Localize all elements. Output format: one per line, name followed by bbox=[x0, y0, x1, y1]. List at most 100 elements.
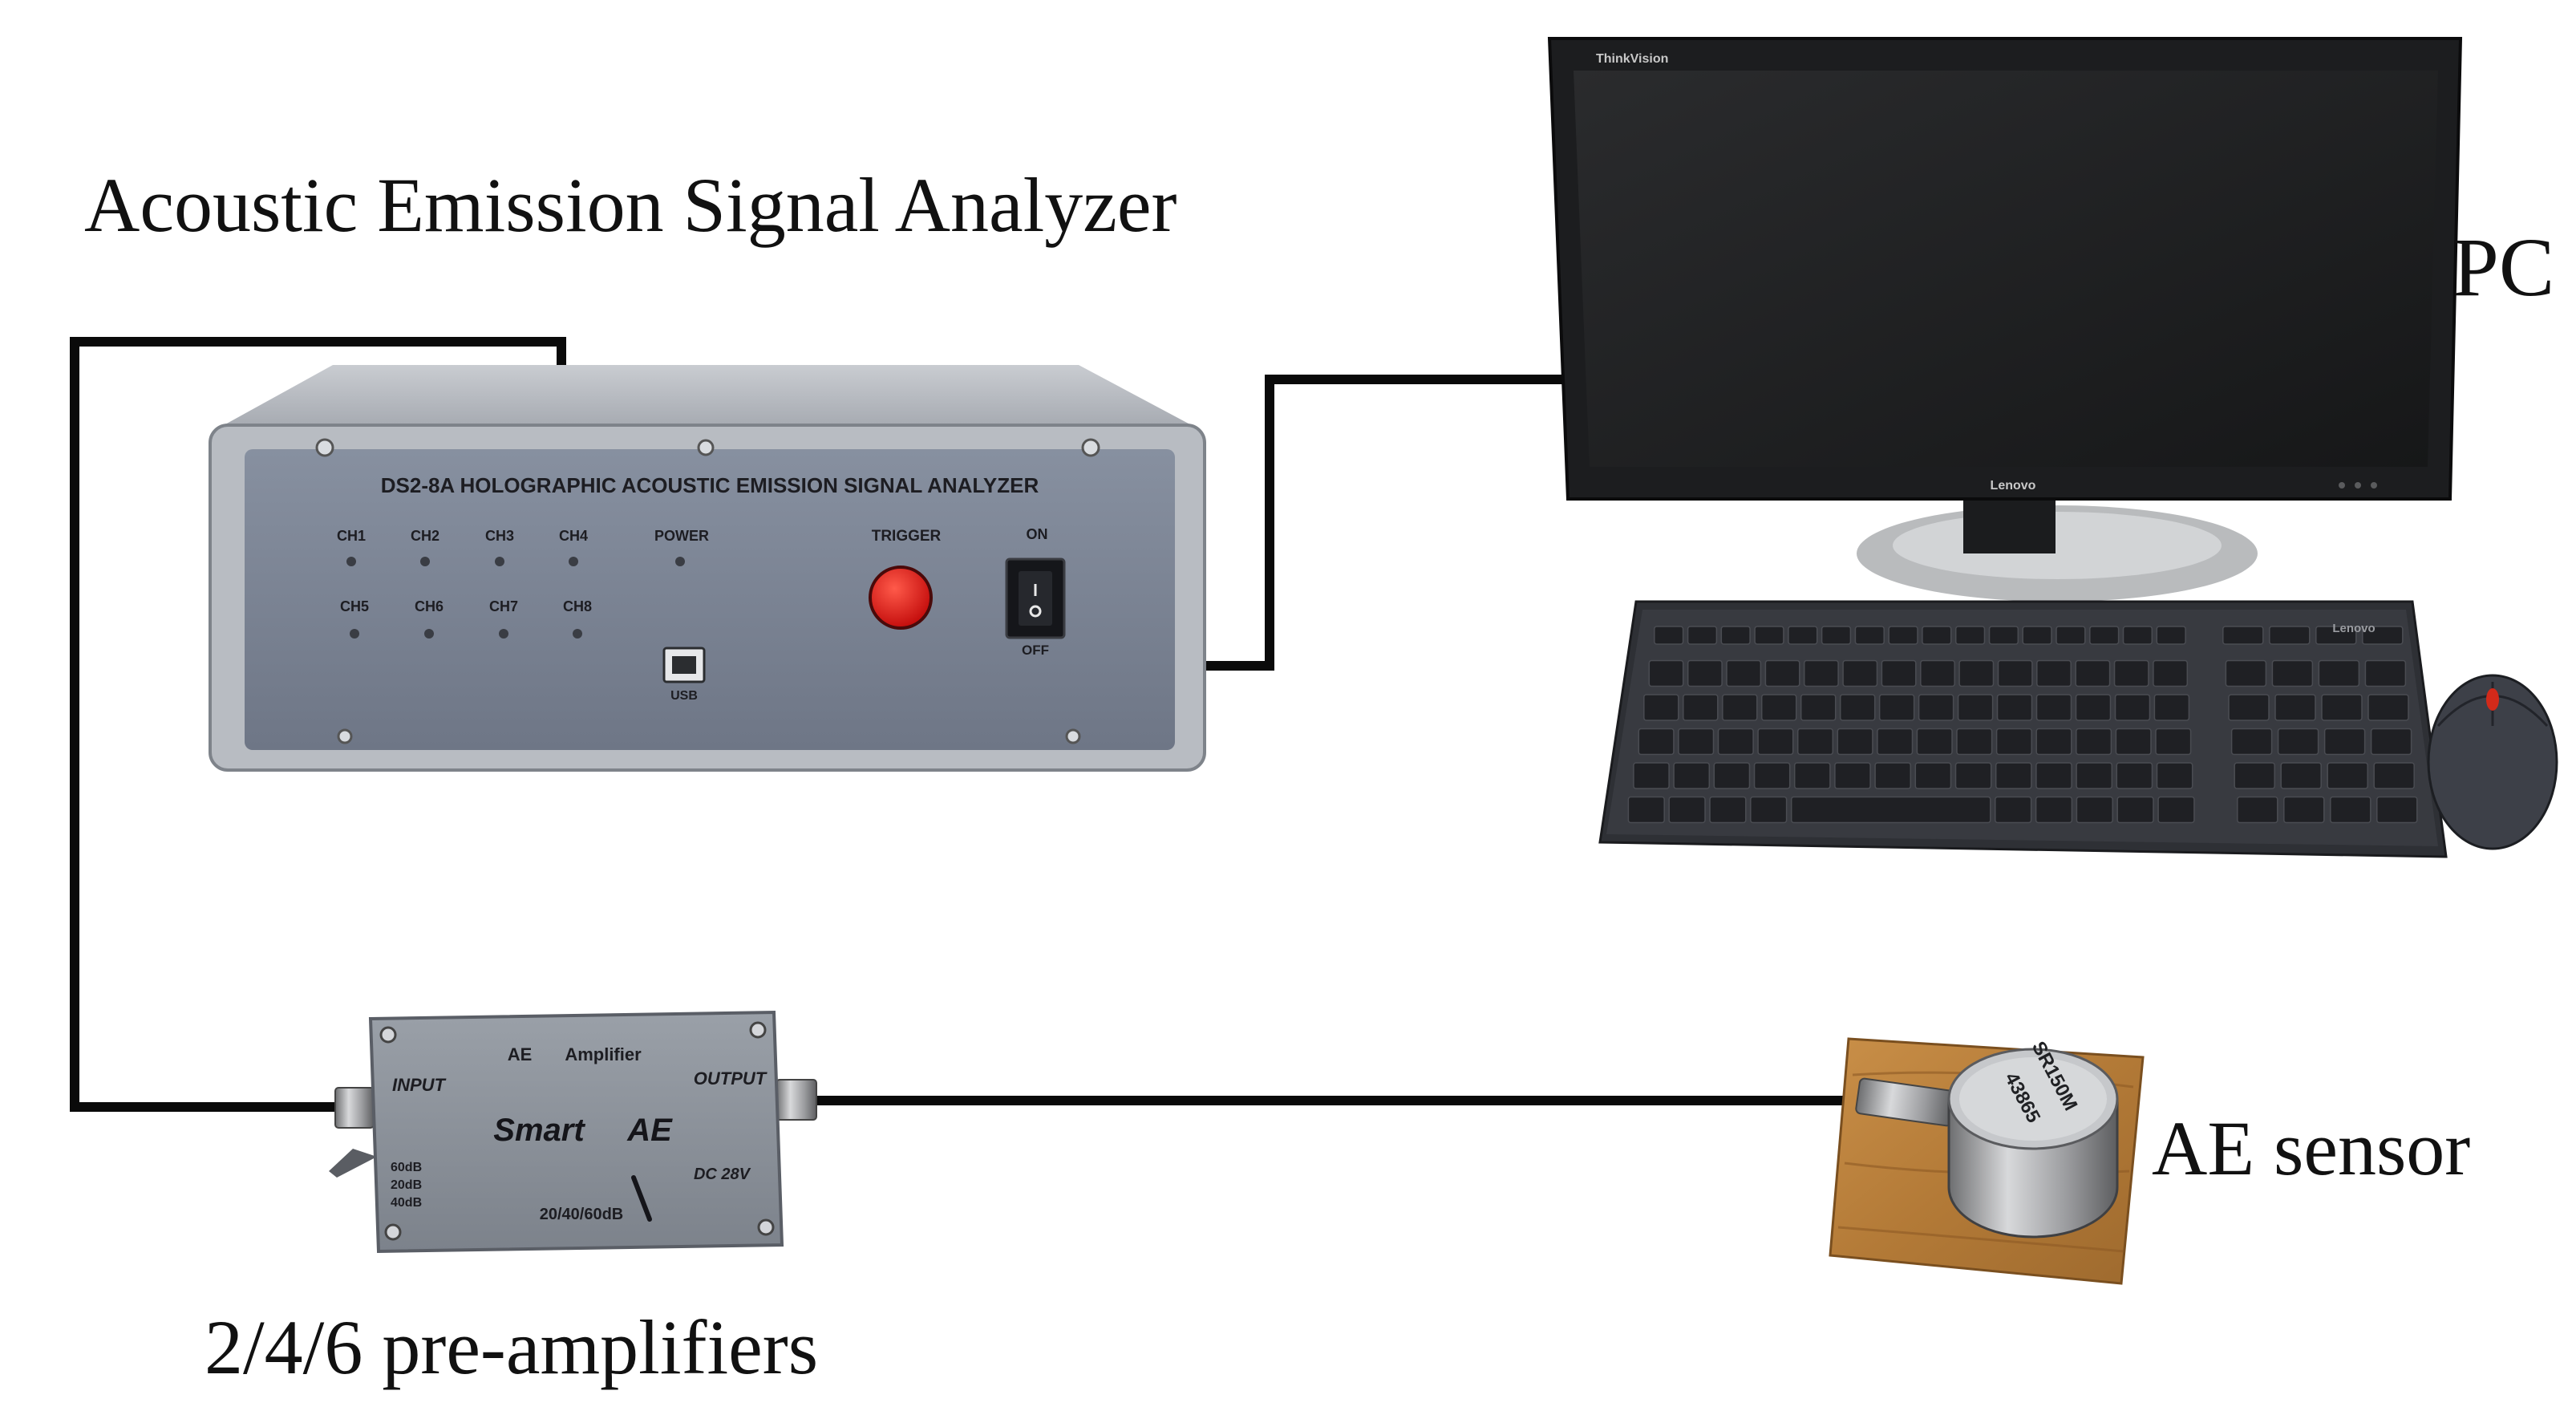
mouse-scroll-wheel[interactable] bbox=[2486, 688, 2499, 711]
keyboard-key[interactable] bbox=[1754, 626, 1784, 645]
keyboard-key[interactable] bbox=[1726, 659, 1762, 687]
numpad-key[interactable] bbox=[2277, 728, 2319, 756]
trigger-button[interactable] bbox=[869, 566, 933, 630]
keyboard-key[interactable] bbox=[1922, 626, 1952, 645]
keyboard-key[interactable] bbox=[2076, 728, 2112, 756]
keyboard-key[interactable] bbox=[1720, 626, 1751, 645]
keyboard-key[interactable] bbox=[1881, 659, 1917, 687]
keyboard-key[interactable] bbox=[1916, 728, 1953, 756]
keyboard-key[interactable] bbox=[2075, 694, 2112, 721]
keyboard-key[interactable] bbox=[1821, 626, 1852, 645]
keyboard-key[interactable] bbox=[2153, 694, 2190, 721]
keyboard-key[interactable] bbox=[2076, 762, 2113, 789]
keyboard-key[interactable] bbox=[1995, 728, 2032, 756]
keyboard-key[interactable] bbox=[1918, 694, 1954, 721]
numpad-key[interactable] bbox=[2321, 694, 2363, 721]
numpad-key[interactable] bbox=[2225, 659, 2267, 687]
keyboard-key[interactable] bbox=[2122, 626, 2153, 645]
keyboard-key[interactable] bbox=[1888, 626, 1918, 645]
keyboard-key[interactable] bbox=[1954, 762, 1992, 789]
keyboard-key[interactable] bbox=[1877, 728, 1914, 756]
keyboard-key[interactable] bbox=[1760, 694, 1797, 721]
numpad-key[interactable] bbox=[2237, 796, 2278, 824]
power-switch[interactable] bbox=[1005, 557, 1066, 639]
keyboard-key[interactable] bbox=[1757, 728, 1794, 756]
amp-gain-selector[interactable] bbox=[631, 1175, 652, 1222]
keyboard-key[interactable] bbox=[1996, 694, 2033, 721]
keyboard-key[interactable] bbox=[1683, 694, 1719, 721]
keyboard-key[interactable] bbox=[1643, 694, 1679, 721]
keyboard-key[interactable] bbox=[1796, 728, 1834, 756]
keyboard-key[interactable] bbox=[1914, 762, 1952, 789]
keyboard-key[interactable] bbox=[1997, 659, 2033, 687]
numpad-key[interactable] bbox=[2230, 728, 2273, 756]
keyboard-key[interactable] bbox=[1709, 796, 1747, 824]
keyboard-key[interactable] bbox=[1717, 728, 1754, 756]
numpad-key[interactable] bbox=[2370, 728, 2412, 756]
numpad-key[interactable] bbox=[2376, 796, 2418, 824]
keyboard-key[interactable] bbox=[2113, 659, 2149, 687]
keyboard-key[interactable] bbox=[1920, 659, 1955, 687]
keyboard-key[interactable] bbox=[1995, 762, 2032, 789]
keyboard-key[interactable] bbox=[2056, 626, 2086, 645]
numpad-key[interactable] bbox=[2367, 694, 2409, 721]
numpad-key[interactable] bbox=[2362, 626, 2404, 645]
keyboard-key[interactable] bbox=[1633, 762, 1670, 789]
amp-input-connector[interactable] bbox=[334, 1087, 375, 1129]
keyboard-key[interactable] bbox=[1654, 626, 1684, 645]
keyboard-key[interactable] bbox=[2075, 659, 2111, 687]
keyboard-key[interactable] bbox=[1988, 626, 2019, 645]
keyboard-key[interactable] bbox=[2022, 626, 2052, 645]
usb-port[interactable] bbox=[662, 647, 706, 683]
keyboard-key[interactable] bbox=[2035, 694, 2072, 721]
keyboard-key[interactable] bbox=[1954, 626, 1986, 645]
keyboard-key[interactable] bbox=[1788, 626, 1818, 645]
keyboard-key[interactable] bbox=[1842, 659, 1878, 687]
keyboard-key[interactable] bbox=[1673, 762, 1711, 789]
keyboard-key[interactable] bbox=[1834, 762, 1871, 789]
numpad-key[interactable] bbox=[2373, 762, 2415, 789]
keyboard-key[interactable] bbox=[2115, 728, 2152, 756]
keyboard-key[interactable] bbox=[1790, 796, 1991, 824]
numpad-key[interactable] bbox=[2269, 626, 2311, 645]
keyboard-key[interactable] bbox=[1854, 626, 1885, 645]
keyboard-key[interactable] bbox=[2155, 728, 2192, 756]
amp-output-connector[interactable] bbox=[776, 1079, 817, 1121]
numpad-key[interactable] bbox=[2280, 762, 2322, 789]
keyboard-key[interactable] bbox=[2153, 659, 2189, 687]
numpad-key[interactable] bbox=[2271, 659, 2314, 687]
keyboard-key[interactable] bbox=[2035, 762, 2072, 789]
numpad-key[interactable] bbox=[2318, 659, 2360, 687]
numpad-key[interactable] bbox=[2228, 694, 2270, 721]
keyboard-key[interactable] bbox=[1627, 796, 1665, 824]
keyboard-key[interactable] bbox=[1638, 728, 1675, 756]
keyboard-key[interactable] bbox=[1687, 626, 1718, 645]
keyboard-key[interactable] bbox=[1995, 796, 2032, 824]
keyboard-key[interactable] bbox=[1956, 728, 1993, 756]
keyboard-key[interactable] bbox=[1874, 762, 1912, 789]
numpad-key[interactable] bbox=[2323, 728, 2366, 756]
keyboard-key[interactable] bbox=[1713, 762, 1751, 789]
keyboard-key[interactable] bbox=[1678, 728, 1715, 756]
keyboard-key[interactable] bbox=[1750, 796, 1788, 824]
keyboard-key[interactable] bbox=[2036, 659, 2072, 687]
keyboard-key[interactable] bbox=[2035, 796, 2073, 824]
keyboard-key[interactable] bbox=[1803, 659, 1839, 687]
keyboard-key[interactable] bbox=[1687, 659, 1723, 687]
numpad-key[interactable] bbox=[2283, 796, 2325, 824]
keyboard-key[interactable] bbox=[1764, 659, 1800, 687]
keyboard-key[interactable] bbox=[2116, 796, 2154, 824]
numpad-key[interactable] bbox=[2274, 694, 2316, 721]
keyboard-key[interactable] bbox=[1800, 694, 1837, 721]
keyboard-key[interactable] bbox=[1839, 694, 1876, 721]
keyboard-key[interactable] bbox=[2156, 762, 2193, 789]
numpad-key[interactable] bbox=[2364, 659, 2407, 687]
keyboard-key[interactable] bbox=[2116, 762, 2153, 789]
keyboard-key[interactable] bbox=[1753, 762, 1791, 789]
keyboard-key[interactable] bbox=[1793, 762, 1831, 789]
keyboard-key[interactable] bbox=[2157, 796, 2195, 824]
keyboard-key[interactable] bbox=[1837, 728, 1873, 756]
keyboard-key[interactable] bbox=[1958, 659, 1995, 687]
keyboard-key[interactable] bbox=[2114, 694, 2151, 721]
keyboard-key[interactable] bbox=[2035, 728, 2072, 756]
